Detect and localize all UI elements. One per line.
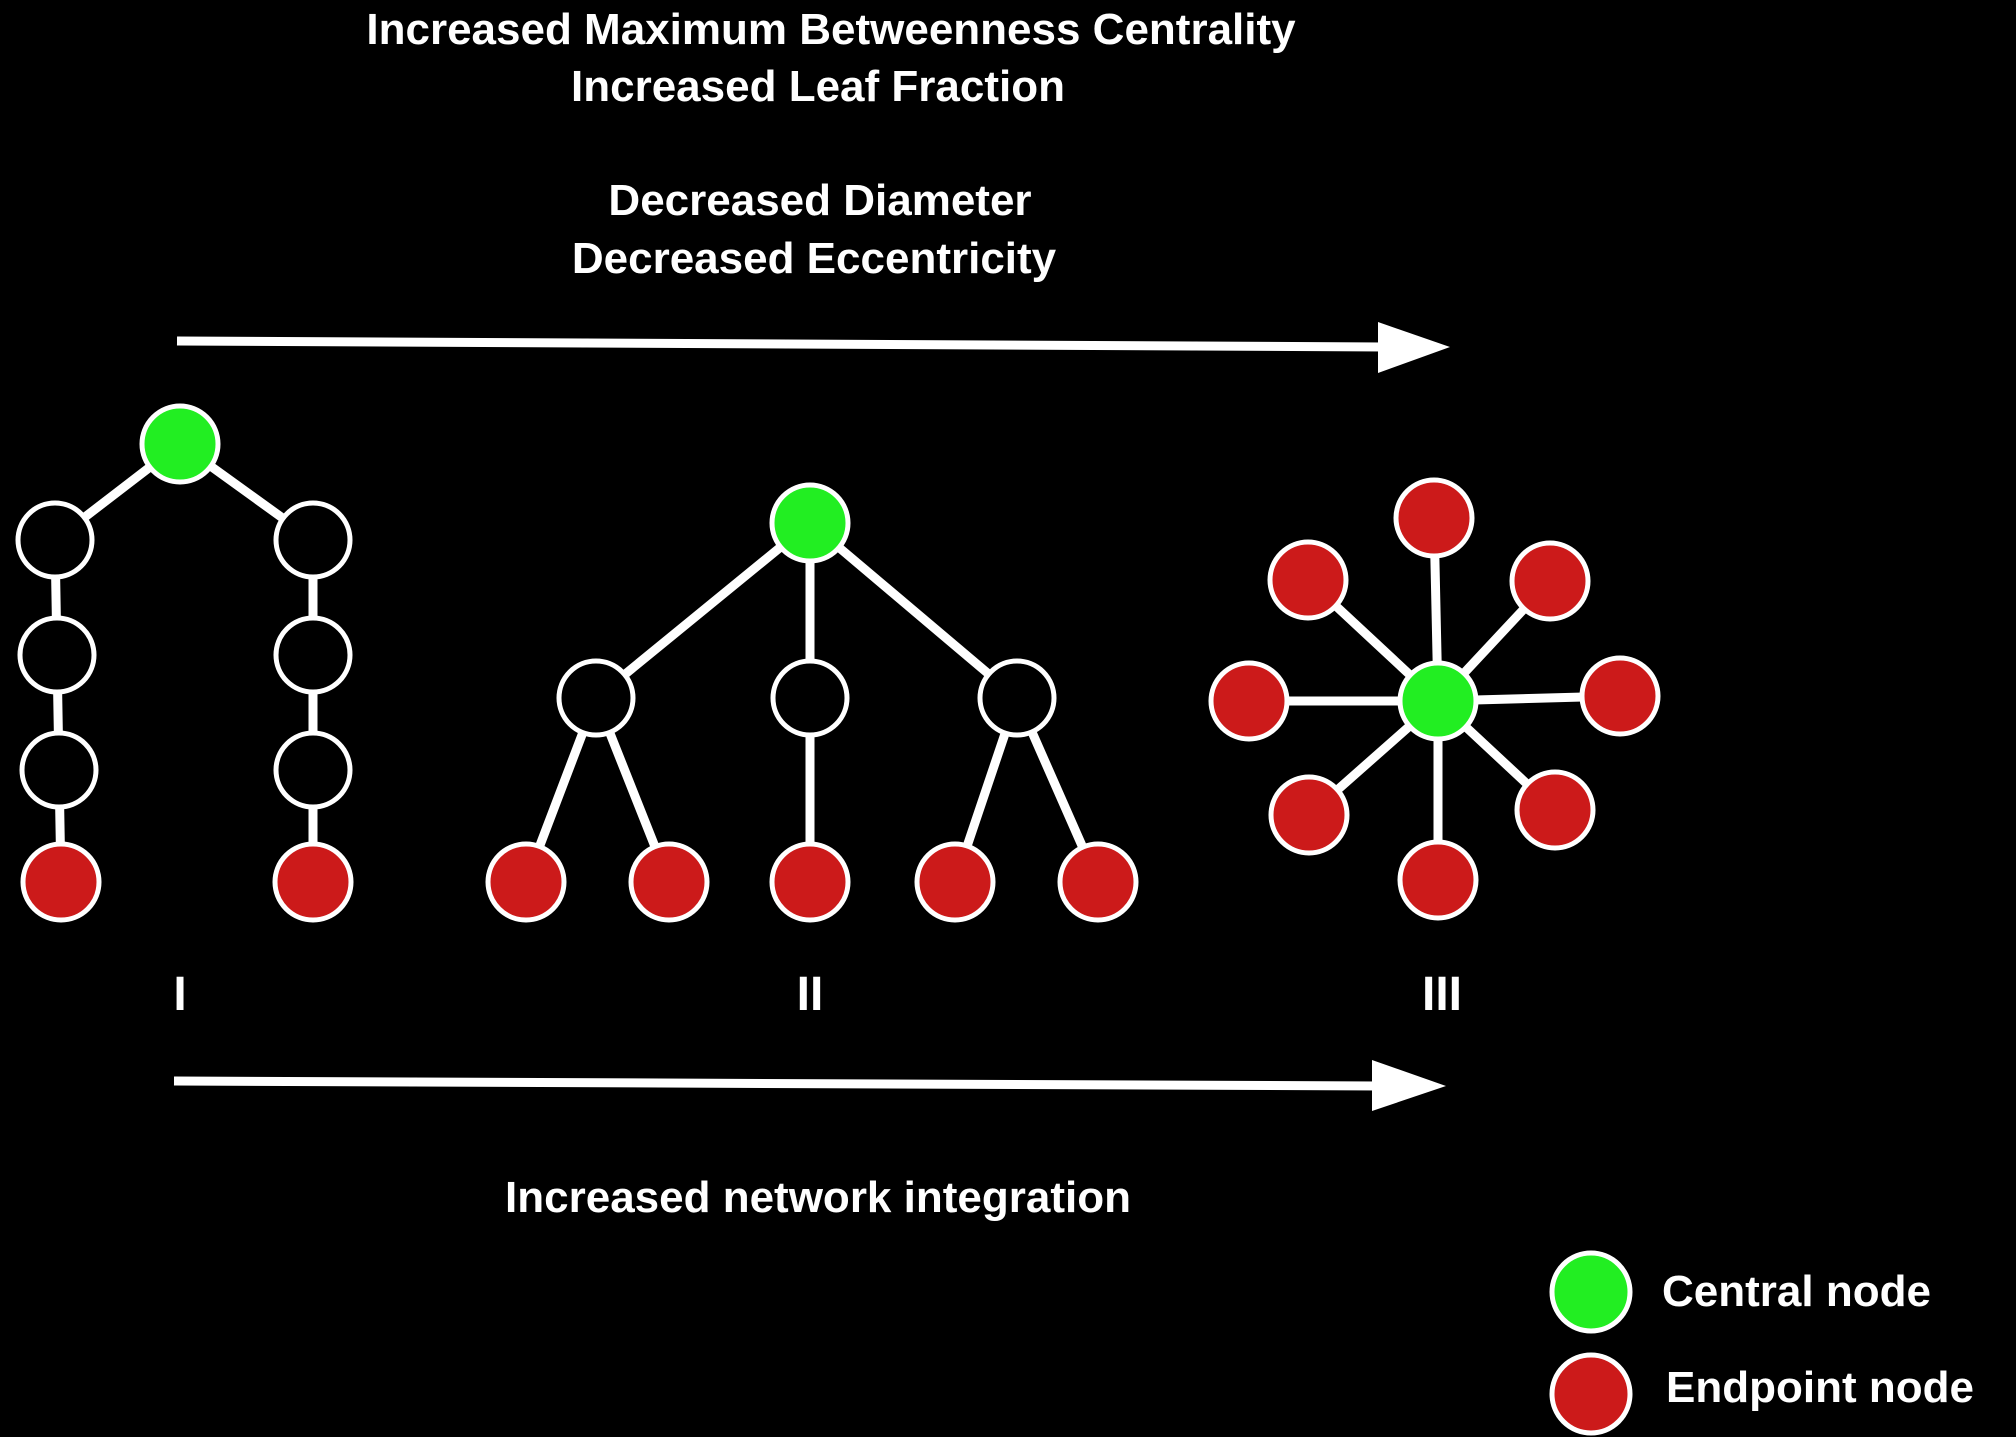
network-iii-endpoint-node [1268,774,1350,856]
header-line-eccentricity: Decreased Eccentricity [572,234,1057,283]
network-ii-endpoint-node [1057,841,1139,923]
network-i-internal-node [15,500,95,580]
network-i: I [15,403,354,1021]
network-i-endpoint-node [20,841,102,923]
network-ii-internal-node [977,658,1057,738]
network-iii-label: III [1422,968,1462,1021]
network-iii-endpoint-node [1393,477,1475,559]
bottom-arrow [173,1060,1446,1111]
header-line-diameter: Decreased Diameter [608,176,1031,225]
network-iii-endpoint-node [1208,660,1290,742]
legend-endpoint-swatch [1549,1352,1633,1436]
top-arrow [176,322,1450,373]
top-arrow-shaft [176,336,1386,352]
network-i-internal-node [273,500,353,580]
network-ii-internal-node [556,658,636,738]
network-ii-endpoint-node [485,841,567,923]
edge [805,518,1022,703]
network-i-internal-node [273,730,353,810]
network-iii-endpoint-node [1267,539,1349,621]
network-i-internal-node [19,730,99,810]
network-ii-internal-node [770,658,850,738]
bottom-arrow-shaft [173,1076,1381,1091]
header-line-betweenness: Increased Maximum Betweenness Centrality [366,5,1296,54]
edge [591,518,815,703]
bottom-arrow-head [1372,1060,1446,1111]
network-iii-central-node [1397,660,1479,742]
network-iii-endpoint-node [1579,655,1661,737]
network-iii-endpoint-node [1397,839,1479,921]
network-iii: III [1208,477,1661,1021]
network-integration-caption: Increased network integration [505,1173,1131,1222]
header-line-leaf-fraction: Increased Leaf Fraction [571,62,1065,111]
network-i-endpoint-node [272,841,354,923]
network-ii-endpoint-node [628,841,710,923]
network-iii-endpoint-node [1509,540,1591,622]
network-ii-label: II [797,968,824,1021]
top-arrow-head [1378,322,1450,373]
legend-item-central: Central node [1549,1250,1931,1334]
network-iii-endpoint-node [1514,769,1596,851]
legend-item-endpoint: Endpoint node [1549,1352,1974,1436]
legend-endpoint-label: Endpoint node [1666,1363,1974,1412]
network-i-internal-node [17,615,97,695]
legend-central-label: Central node [1662,1267,1931,1316]
legend: Central node Endpoint node [1549,1250,1974,1436]
network-i-label: I [173,968,186,1021]
network-ii-endpoint-node [914,841,996,923]
legend-central-swatch [1549,1250,1633,1334]
network-ii-endpoint-node [769,841,851,923]
network-i-internal-node [273,615,353,695]
network-i-central-node [139,403,221,485]
network-ii-central-node [769,482,851,564]
network-ii: II [485,482,1139,1021]
